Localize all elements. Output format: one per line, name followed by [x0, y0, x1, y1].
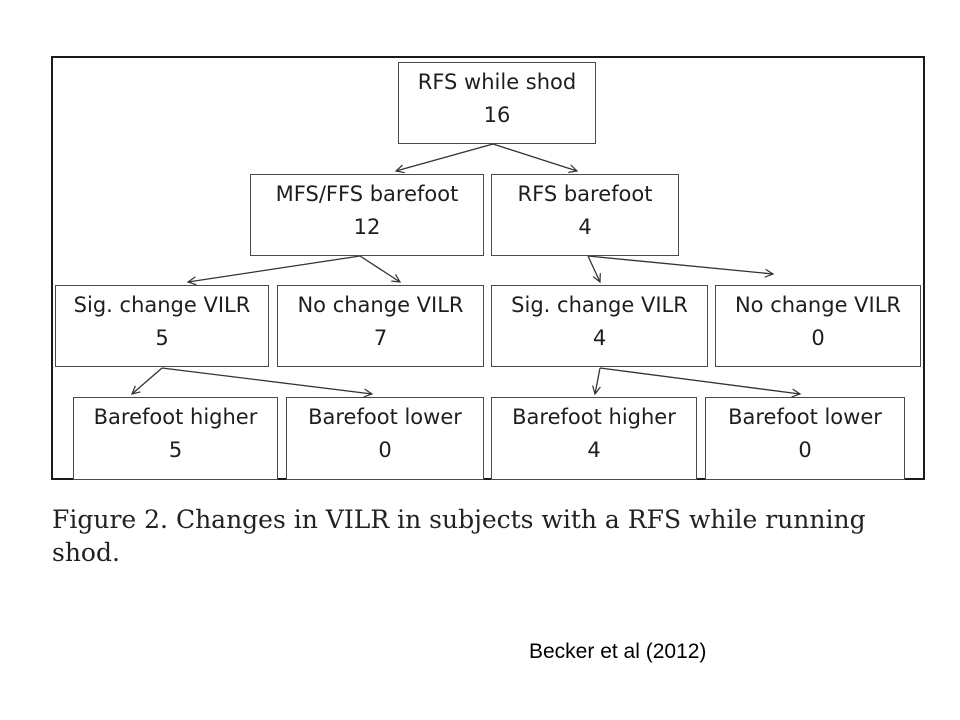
edge-mfs-to-leftsig [188, 255, 361, 282]
edge-rightsig-to-higher [595, 367, 600, 394]
node-label: Sig. change VILR [73, 293, 251, 317]
node-count: 0 [798, 438, 812, 462]
node-label: Barefoot higher [512, 405, 676, 429]
edge-root-to-rfs [492, 143, 577, 171]
node-mfs-ffs-barefoot: MFS/FFS barefoot 12 [250, 174, 484, 256]
edge-leftsig-to-lower [161, 367, 372, 394]
figure-caption: Figure 2. Changes in VILR in subjects wi… [52, 505, 866, 567]
node-label: No change VILR [297, 293, 464, 317]
node-right-no-change-vilr: No change VILR 0 [715, 285, 921, 367]
node-left-barefoot-higher: Barefoot higher 5 [73, 397, 278, 480]
node-right-barefoot-higher: Barefoot higher 4 [491, 397, 697, 480]
node-rfs-barefoot: RFS barefoot 4 [491, 174, 679, 256]
citation: Becker et al (2012) [529, 640, 707, 663]
node-label: MFS/FFS barefoot [275, 182, 459, 206]
edge-leftsig-to-higher [132, 367, 163, 394]
node-right-barefoot-lower: Barefoot lower 0 [705, 397, 905, 480]
node-left-barefoot-lower: Barefoot lower 0 [286, 397, 484, 480]
node-label: No change VILR [734, 293, 902, 317]
node-label: RFS while shod [417, 70, 577, 94]
node-rfs-while-shod: RFS while shod 16 [398, 62, 596, 144]
node-count: 4 [587, 438, 601, 462]
node-count: 5 [168, 438, 183, 462]
edge-rfs-to-rightno [587, 255, 773, 274]
node-count: 4 [578, 215, 592, 239]
node-left-sig-change-vilr: Sig. change VILR 5 [55, 285, 269, 367]
node-count: 0 [811, 326, 825, 350]
node-left-no-change-vilr: No change VILR 7 [277, 285, 484, 367]
node-count: 0 [378, 438, 392, 462]
node-count: 16 [483, 103, 511, 127]
node-count: 12 [353, 215, 381, 239]
node-count: 7 [373, 326, 388, 350]
edge-rfs-to-rightsig [587, 255, 600, 282]
node-count: 5 [155, 326, 169, 350]
node-count: 4 [592, 326, 607, 350]
node-label: RFS barefoot [517, 182, 653, 206]
node-label: Barefoot lower [308, 405, 462, 429]
edge-mfs-to-leftno [359, 255, 400, 282]
edge-root-to-mfs [396, 143, 494, 171]
node-label: Barefoot lower [728, 405, 882, 429]
edge-rightsig-to-lower [599, 367, 800, 394]
node-label: Barefoot higher [93, 405, 258, 429]
node-label: Sig. change VILR [511, 293, 688, 317]
node-right-sig-change-vilr: Sig. change VILR 4 [491, 285, 708, 367]
